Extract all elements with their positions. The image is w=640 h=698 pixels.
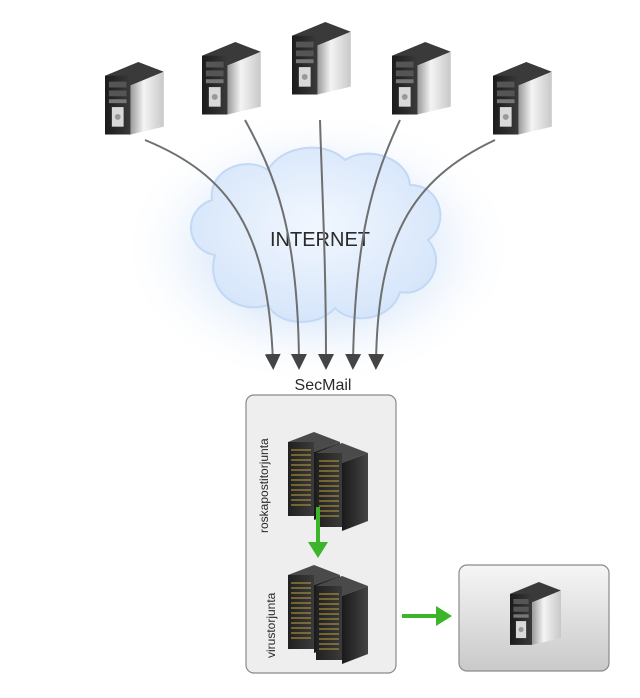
tower-server-icon (510, 582, 561, 645)
tower-server-icon (392, 42, 451, 115)
stage-spam-label: roskapostitorjunta (257, 438, 271, 533)
rack-server-icon (315, 575, 369, 665)
connection-line (345, 119, 401, 370)
flow-arrow-down (308, 507, 328, 558)
connection-line (317, 119, 334, 370)
destination-panel (458, 564, 610, 672)
connection-line (144, 139, 281, 370)
connection-line (368, 139, 496, 370)
internet-connections (144, 119, 496, 370)
tower-server-icon (105, 62, 164, 135)
secmail-label: SecMail (295, 377, 352, 394)
cloud-label: INTERNET (270, 229, 370, 251)
connection-line (244, 119, 307, 370)
internet-cloud: INTERNET (189, 146, 442, 323)
secmail-panel: roskapostitorjunta virustorjunta (245, 394, 397, 674)
rack-server-icon (315, 442, 369, 532)
tower-server-icon (202, 42, 261, 115)
tower-server-icon (493, 62, 552, 135)
flow-arrow-right (402, 606, 452, 626)
stage-virus-label: virustorjunta (264, 592, 278, 658)
tower-server-icon (292, 22, 351, 95)
